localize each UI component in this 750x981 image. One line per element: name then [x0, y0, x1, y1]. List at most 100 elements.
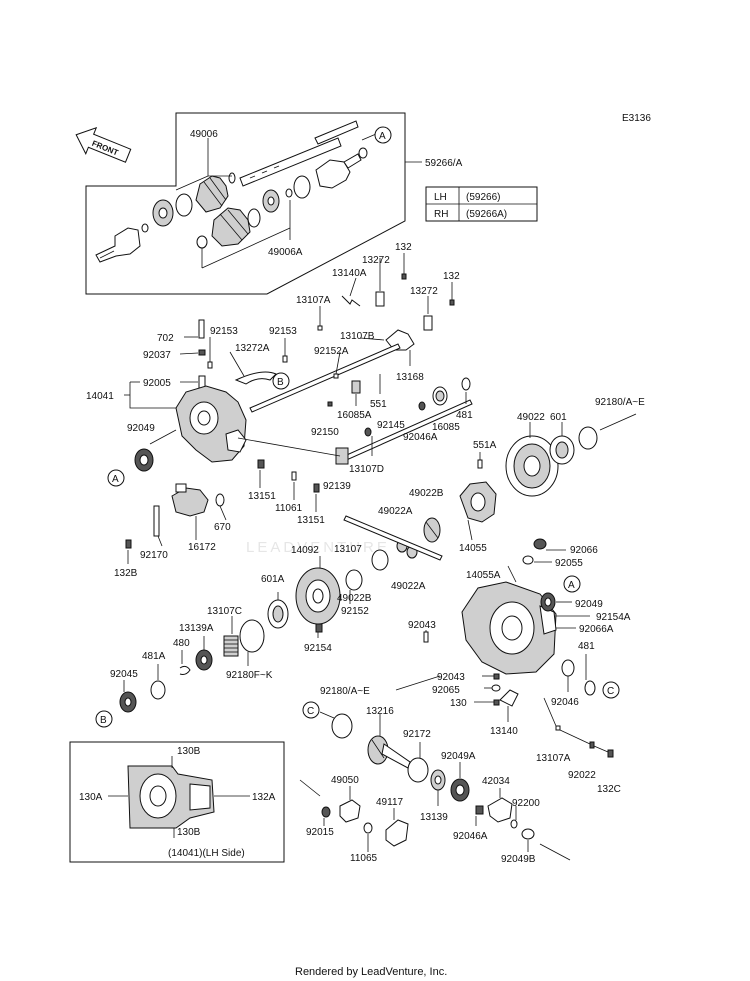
part-label: 670 — [214, 522, 231, 533]
part-label: 481A — [142, 651, 166, 662]
band-icon — [175, 193, 193, 217]
part-label: 92022 — [568, 770, 596, 781]
part-label: 601A — [261, 574, 285, 585]
part-label: 14055 — [459, 543, 487, 554]
part-label: 132C — [597, 784, 621, 795]
bolt-icon — [257, 459, 265, 469]
part-label: 13140 — [490, 726, 518, 737]
svg-text:C: C — [307, 706, 314, 717]
leader — [539, 843, 571, 861]
shift-lever-icon — [499, 689, 519, 707]
callout-b: B — [95, 710, 113, 728]
part-label: 92046A — [403, 432, 438, 443]
actuator-icon — [171, 483, 225, 517]
bolt-icon — [315, 623, 323, 633]
part-label: 49050 — [331, 775, 359, 786]
boot-lower-icon — [211, 207, 251, 247]
leader — [319, 711, 335, 719]
sleeve-icon — [335, 447, 349, 465]
leader — [299, 779, 321, 797]
leader — [467, 519, 473, 541]
part-label: 13107A — [296, 295, 331, 306]
table-part: (59266) — [466, 192, 500, 203]
diff-case-icon — [459, 481, 497, 523]
leader — [559, 729, 591, 745]
thrust-washer-icon — [371, 549, 389, 571]
cap-icon — [533, 538, 547, 550]
svg-text:A: A — [379, 131, 386, 142]
part-label: 92049B — [501, 854, 536, 865]
circlip-icon — [179, 665, 191, 675]
inset-box — [69, 741, 285, 863]
part-label: 14092 — [291, 545, 319, 556]
front-arrow-icon: FRONT — [75, 126, 132, 163]
part-label: 481 — [456, 410, 473, 421]
part-label: 13216 — [366, 706, 394, 717]
part-label: 92046A — [453, 831, 488, 842]
plate-icon — [423, 315, 433, 331]
bolt-icon — [401, 273, 407, 280]
bearing-icon — [267, 599, 289, 629]
part-label: 13107 — [334, 544, 362, 555]
table-part: (59266A) — [466, 209, 507, 220]
side-table: LH (59266) RH (59266A) — [425, 186, 538, 222]
part-label: 49022A — [391, 581, 426, 592]
spring-icon — [223, 635, 239, 657]
leader — [175, 175, 209, 191]
callout-a: A — [563, 575, 581, 593]
bolt-icon — [589, 741, 595, 749]
leader — [149, 429, 177, 445]
cv-joint-outer-icon — [95, 227, 141, 263]
leader — [157, 535, 163, 547]
clip-ring-icon — [228, 172, 236, 184]
clip-ring-icon — [418, 401, 426, 411]
pin-icon — [477, 459, 483, 469]
part-labels: 49006 59266/A 49006A 132 13272 13140A 13… — [79, 129, 645, 865]
clip-ring-icon — [364, 427, 372, 437]
clip-ring-icon — [510, 819, 518, 829]
cap-icon — [521, 828, 535, 840]
leader — [219, 505, 227, 521]
part-label: 92045 — [110, 669, 138, 680]
o-ring-icon — [522, 555, 534, 565]
part-label: 92055 — [555, 558, 583, 569]
o-ring-icon — [491, 684, 501, 692]
part-label: 92049 — [575, 599, 603, 610]
callout-b: B — [272, 372, 290, 390]
part-label: 13151 — [248, 491, 276, 502]
part-label: 13107B — [340, 331, 375, 342]
part-label: 92066A — [579, 624, 614, 635]
part-label: 601 — [550, 412, 567, 423]
svg-text:A: A — [568, 580, 575, 591]
part-label: 92049 — [127, 423, 155, 434]
pin-icon — [198, 319, 205, 339]
watermark: LEADVENTURE — [246, 539, 390, 556]
leader — [335, 351, 341, 375]
leader — [507, 565, 517, 583]
part-label: 92049A — [441, 751, 476, 762]
pinion-shaft-icon — [343, 515, 443, 561]
part-label: 92015 — [306, 827, 334, 838]
svg-text:B: B — [100, 715, 107, 726]
pinion-gear-icon — [423, 517, 441, 543]
part-label: 551A — [473, 440, 497, 451]
leader — [395, 675, 441, 691]
part-label: 13272 — [362, 255, 390, 266]
drive-pinion-icon — [367, 735, 411, 769]
leader — [361, 133, 377, 141]
band-icon — [247, 208, 261, 228]
part-label: 92152A — [314, 346, 349, 357]
part-label: 92005 — [143, 378, 171, 389]
part-label: 92172 — [403, 729, 431, 740]
oil-seal-icon — [139, 454, 149, 466]
clip-ring-icon — [363, 822, 373, 834]
clip-ring-icon — [461, 377, 471, 391]
part-label: 16085A — [337, 410, 372, 421]
part-label: 92154A — [596, 612, 631, 623]
part-label: 13168 — [396, 372, 424, 383]
bolt-icon — [449, 299, 455, 306]
gear-case-right-icon — [461, 581, 557, 675]
pin-icon — [207, 361, 213, 369]
sleeve-icon — [561, 659, 575, 677]
inner-bearing-icon — [262, 189, 280, 213]
